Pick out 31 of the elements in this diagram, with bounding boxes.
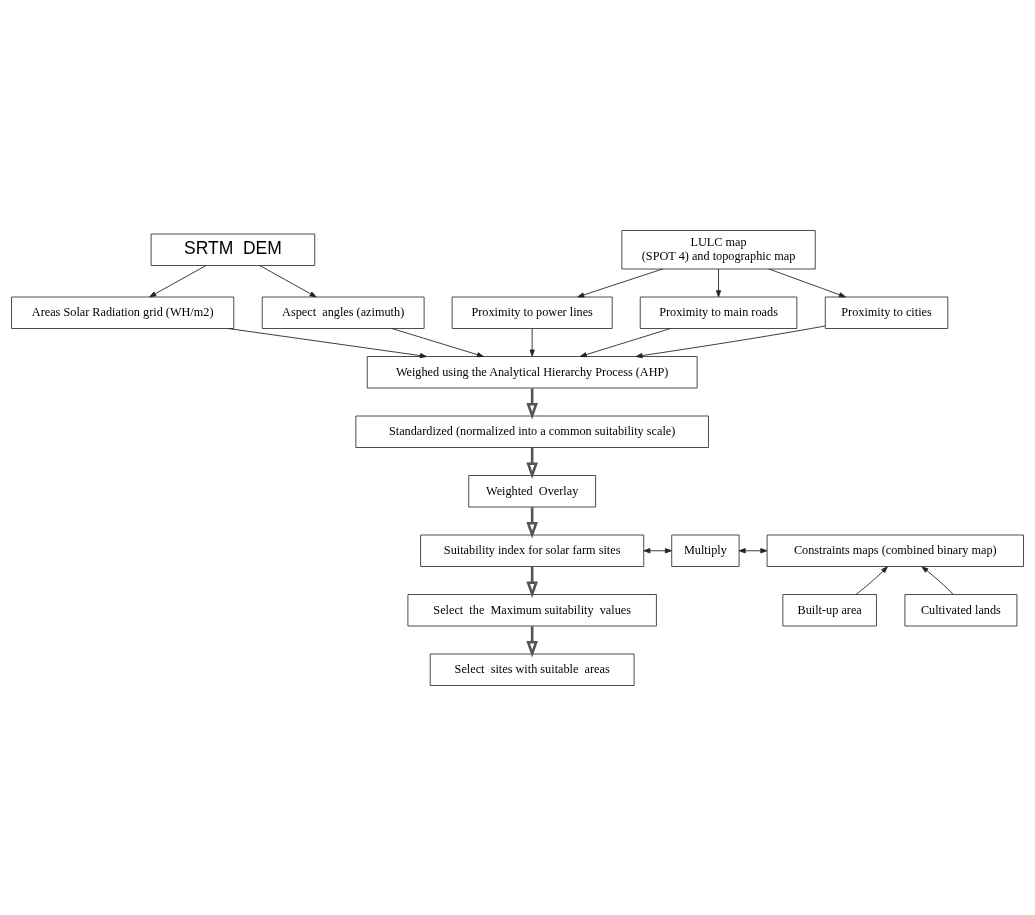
node-box: Proximity to main roads	[639, 296, 798, 329]
node-box: Weighed using the Analytical Hierarchy Process (AHP)	[366, 355, 698, 388]
node-box: Multiply	[671, 534, 740, 567]
node-box: Select sites with suitable areas	[429, 653, 635, 686]
arrow	[227, 327, 427, 358]
node-box: Proximity to power lines	[451, 296, 613, 329]
arrow	[635, 325, 826, 358]
node-box: Areas Solar Radiation grid (WH/m2)	[11, 296, 235, 329]
arrow	[768, 268, 846, 297]
node-box: Select the Maximum suitability values	[407, 593, 657, 626]
arrow	[738, 547, 768, 553]
arrow	[529, 327, 535, 357]
arrow	[391, 327, 484, 357]
arrow	[579, 327, 671, 357]
node-box: Aspect angles (azimuth)	[261, 296, 425, 329]
node-box: Cultivated lands	[904, 593, 1018, 626]
arrow	[643, 547, 672, 553]
node-box: Constraints maps (combined binary map)	[766, 534, 1024, 567]
node-box: Built-up area	[782, 593, 877, 626]
arrow	[259, 264, 317, 297]
node-box: Weighted Overlay	[468, 474, 597, 507]
node-box: Suitability index for solar farm sites	[420, 534, 645, 567]
node-box: LULC map (SPOT 4) and topographic map	[621, 229, 816, 269]
node-box: SRTM DEM	[150, 233, 316, 266]
arrow	[921, 565, 954, 595]
arrow	[715, 268, 722, 297]
arrow	[149, 264, 207, 297]
node-box: Standardized (normalized into a common suitability scale)	[355, 415, 709, 448]
arrow	[577, 268, 664, 297]
arrow	[855, 565, 888, 595]
node-box: Proximity to cities	[824, 296, 949, 329]
